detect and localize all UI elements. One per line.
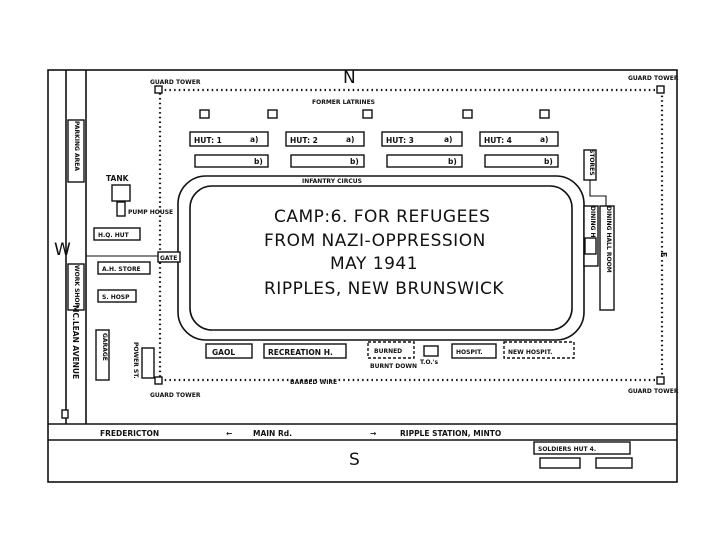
store-building xyxy=(584,237,597,255)
guard-tower-se xyxy=(656,376,665,385)
garage-label: GARAGE xyxy=(101,333,108,361)
fredericton-label: FREDERICTON xyxy=(100,429,159,438)
hut-3-label: HUT: 3 xyxy=(386,136,414,145)
gate-label: GATE xyxy=(160,255,177,262)
s-hosp-box xyxy=(97,289,137,303)
tees-label: T.O.'s xyxy=(420,359,439,366)
pump-house-box xyxy=(116,201,126,217)
guard-tower-sw xyxy=(154,376,163,385)
guard-tower-label-se: GUARD TOWER xyxy=(628,388,679,395)
hospit-box xyxy=(451,343,497,359)
hut-1-b: b) xyxy=(254,157,263,166)
latrine-2 xyxy=(267,109,278,119)
hut-4-a: a) xyxy=(540,135,549,144)
pump-house-label: PUMP HOUSE xyxy=(128,209,173,216)
guard-tower-label-nw: GUARD TOWER xyxy=(150,79,201,86)
burned-label: BURNED xyxy=(374,348,402,355)
guard-tower-label-ne: GUARD TOWER xyxy=(628,75,679,82)
hut-3-a: a) xyxy=(444,135,453,144)
hospit-label: HOSPIT. xyxy=(456,349,483,356)
hut-4-label: HUT: 4 xyxy=(484,136,512,145)
title-line-3: MAY 1941 xyxy=(330,254,418,274)
barbed-wire-fence xyxy=(158,88,664,382)
latrine-5 xyxy=(539,109,550,119)
hut-1: HUT: 1 a) b) xyxy=(189,131,269,168)
hq-hut-box xyxy=(93,227,141,241)
title-line-4: RIPPLES, NEW BRUNSWICK xyxy=(264,279,504,299)
gaol-box xyxy=(205,343,253,359)
tees-box xyxy=(423,345,439,357)
new-hospit-label: NEW HOSPIT. xyxy=(508,349,552,356)
ripple-station-label: RIPPLE STATION, MINTO xyxy=(400,429,501,438)
soldiers-hut-lower-2 xyxy=(595,457,633,469)
new-hospit-box xyxy=(503,341,575,359)
dining-hall-room-building xyxy=(599,205,615,311)
power-st-box xyxy=(141,347,155,379)
guard-tower-nw xyxy=(154,85,163,94)
latrine-1 xyxy=(199,109,210,119)
ah-store-box xyxy=(97,261,151,275)
burned-box xyxy=(367,341,415,359)
hut-1-a: a) xyxy=(250,135,259,144)
gaol-label: GAOL xyxy=(212,348,235,357)
s-hosp-label: S. HOSP xyxy=(102,294,130,301)
hut-2-label: HUT: 2 xyxy=(290,136,318,145)
recreation-label: RECREATION H. xyxy=(268,348,333,357)
compass-west: W xyxy=(54,240,71,260)
title-line-1: CAMP:6. FOR REFUGEES xyxy=(274,207,490,227)
guard-tower-ne xyxy=(656,85,665,94)
map-border xyxy=(47,69,678,483)
stores-label: STORES xyxy=(588,149,595,176)
burnt-down-label: BURNT DOWN xyxy=(370,363,417,370)
hut-3-b: b) xyxy=(448,157,457,166)
ah-store-label: A.H. STORE xyxy=(102,266,141,273)
hq-hut-label: H.Q. HUT xyxy=(98,232,130,239)
arrow-right-glyph: → xyxy=(370,429,376,438)
parking-area-label: PARKING AREA xyxy=(73,121,80,171)
latrines-label: FORMER LATRINES xyxy=(312,99,375,106)
tank-label: TANK xyxy=(106,174,130,183)
circus-label: INFANTRY CIRCUS xyxy=(302,178,362,185)
dining-hall-room-label: DINING HALL ROOM xyxy=(605,206,612,273)
soldiers-hut-lower-1 xyxy=(539,457,581,469)
tank-box xyxy=(111,184,131,202)
compass-south: S xyxy=(349,450,360,470)
mclean-avenue-label: MC.LEAN AVENUE xyxy=(71,305,80,379)
soldiers-hut-label: SOLDIERS HUT 4. xyxy=(538,446,596,453)
hut-2-b: b) xyxy=(350,157,359,166)
hut-4-b: b) xyxy=(544,157,553,166)
latrine-3 xyxy=(362,109,373,119)
guard-tower-label-sw: GUARD TOWER xyxy=(150,392,201,399)
hut-2-a: a) xyxy=(346,135,355,144)
recreation-box xyxy=(263,343,347,359)
gate-box xyxy=(157,251,181,263)
hut-2: HUT: 2 a) b) xyxy=(285,131,365,168)
garage-box xyxy=(95,329,110,381)
main-rd-label: MAIN Rd. xyxy=(253,429,292,438)
title-line-2: FROM NAZI-OPPRESSION xyxy=(264,231,486,251)
power-st-label: POWER ST. xyxy=(132,342,139,379)
connector-path xyxy=(589,180,607,208)
work-shop-box xyxy=(67,263,85,311)
parking-area-box xyxy=(67,119,85,183)
circus-inner xyxy=(189,185,573,331)
barbed-wire-label: BARBED WIRE xyxy=(290,379,337,386)
avenue-post xyxy=(61,409,69,419)
work-shop-label: WORK SHOP xyxy=(73,265,80,308)
hut-1-label: HUT: 1 xyxy=(194,136,222,145)
compass-east: E xyxy=(659,252,668,257)
hut-3: HUT: 3 a) b) xyxy=(381,131,463,168)
soldiers-hut-box xyxy=(533,441,631,455)
arrow-left-glyph: ← xyxy=(226,429,232,438)
dining-hall-label: DINING HALL xyxy=(589,206,596,250)
latrine-4 xyxy=(462,109,473,119)
compass-north: N xyxy=(343,68,356,88)
hut-4: HUT: 4 a) b) xyxy=(479,131,559,168)
